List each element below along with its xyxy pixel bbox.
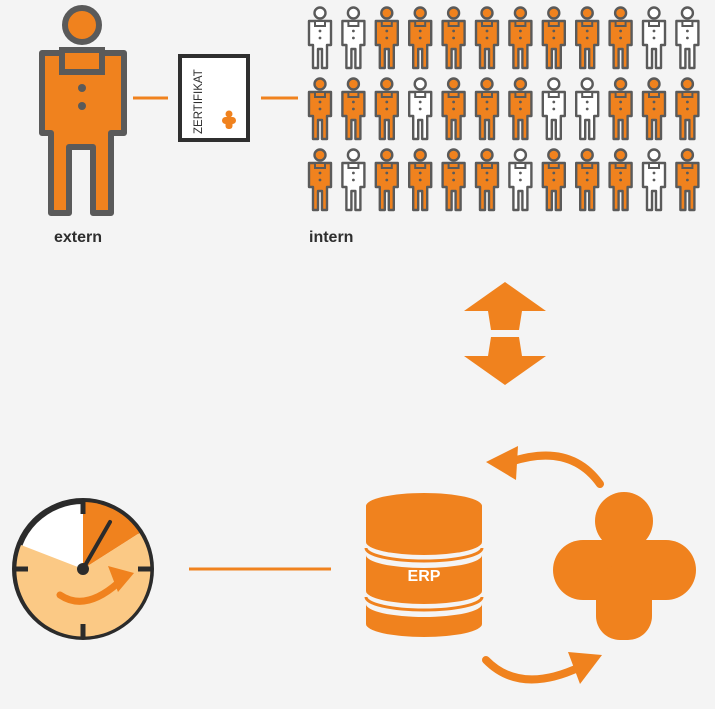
mini-logo-icon xyxy=(222,110,236,129)
person-icon xyxy=(541,77,566,141)
person-icon xyxy=(608,148,633,212)
person-icon xyxy=(408,77,433,141)
person-icon xyxy=(341,77,366,141)
person-icon xyxy=(675,77,700,141)
certificate-icon: ZERTIFIKAT xyxy=(178,54,250,142)
person-icon xyxy=(474,148,500,212)
bidirectional-arrow-icon xyxy=(464,282,546,385)
person-icon xyxy=(474,6,500,70)
person-icon xyxy=(374,148,399,212)
person-icon xyxy=(675,148,700,212)
person-icon xyxy=(341,148,366,212)
person-icon xyxy=(508,77,533,141)
workforce-grid xyxy=(307,6,700,212)
person-icon xyxy=(541,6,566,70)
person-icon xyxy=(374,77,399,141)
person-icon xyxy=(541,148,566,212)
person-icon xyxy=(675,6,700,70)
person-icon xyxy=(575,77,600,141)
person-icon xyxy=(341,6,366,70)
database-icon: ERP xyxy=(364,493,484,637)
person-icon xyxy=(307,77,333,141)
person-icon xyxy=(441,77,466,141)
logo-icon xyxy=(553,492,696,640)
person-icon xyxy=(408,6,433,70)
erp-label: ERP xyxy=(408,568,441,585)
person-icon xyxy=(441,148,466,212)
person-icon xyxy=(307,148,333,212)
person-icon xyxy=(641,148,667,212)
person-icon xyxy=(408,148,433,212)
person-icon xyxy=(374,6,399,70)
person-icon xyxy=(474,77,500,141)
person-icon xyxy=(508,148,533,212)
extern-label: extern xyxy=(54,229,103,246)
person-icon xyxy=(641,77,667,141)
person-icon xyxy=(575,148,600,212)
person-icon xyxy=(307,6,333,70)
person-icon xyxy=(508,6,533,70)
clock-icon xyxy=(12,498,154,640)
cycle-arrow-icon xyxy=(486,446,604,488)
person-icon xyxy=(441,6,466,70)
person-icon xyxy=(575,6,600,70)
person-icon xyxy=(608,77,633,141)
intern-label: intern xyxy=(309,229,354,246)
person-icon xyxy=(641,6,667,70)
person-icon xyxy=(608,6,633,70)
extern-person-icon xyxy=(39,5,127,216)
certificate-label: ZERTIFIKAT xyxy=(193,69,205,134)
cycle-arrow-icon xyxy=(482,652,602,684)
